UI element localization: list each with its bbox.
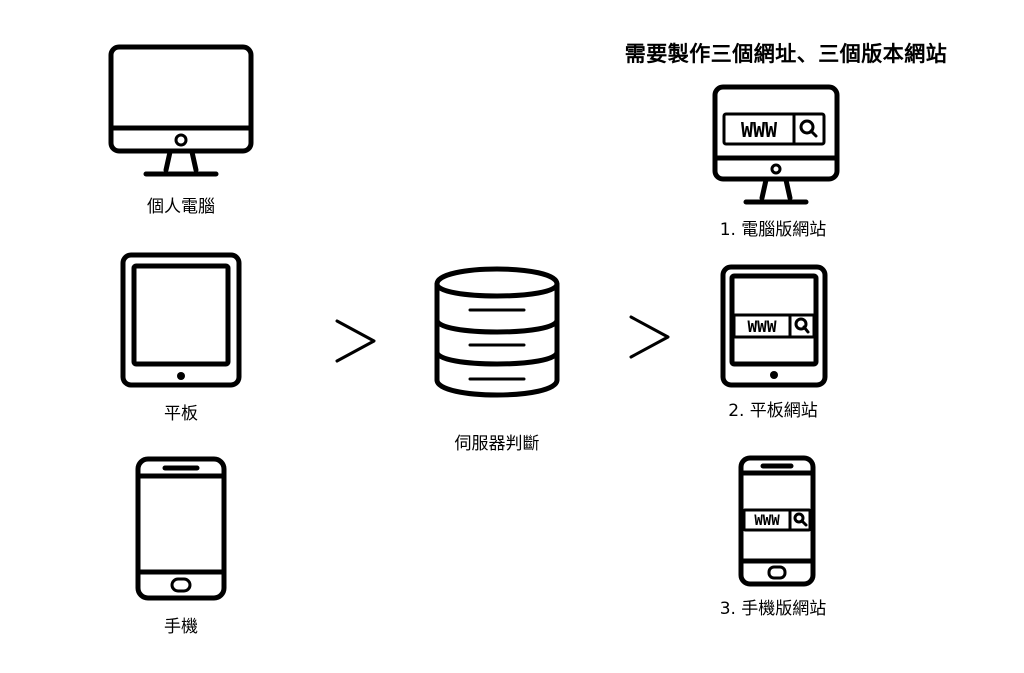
website-label-phone: 3. 手機版網站 bbox=[719, 599, 827, 619]
server-label: 伺服器判斷 bbox=[454, 434, 540, 454]
search-icon bbox=[794, 317, 810, 334]
search-icon bbox=[799, 119, 818, 138]
tablet-icon bbox=[120, 252, 242, 388]
arrow-to-websites-icon bbox=[629, 315, 670, 359]
website-label-tablet: 2. 平板網站 bbox=[728, 401, 818, 421]
website-address-3: WWW bbox=[754, 513, 780, 529]
search-icon bbox=[793, 512, 808, 527]
server-icon bbox=[434, 266, 560, 398]
website-address-1: WWW bbox=[741, 118, 778, 142]
device-label-tablet: 平板 bbox=[164, 404, 198, 424]
device-label-phone: 手機 bbox=[164, 617, 198, 637]
website-label-desktop: 1. 電腦版網站 bbox=[719, 220, 827, 240]
arrow-to-server-icon bbox=[335, 319, 376, 363]
device-label-desktop: 個人電腦 bbox=[147, 197, 215, 217]
phone-icon bbox=[135, 456, 227, 601]
desktop-website-icon: WWW bbox=[712, 84, 840, 205]
website-address-2: WWW bbox=[748, 317, 777, 336]
tablet-website-icon: WWW bbox=[720, 264, 828, 388]
diagram-title: 需要製作三個網址、三個版本網站 bbox=[624, 42, 948, 66]
phone-website-icon: WWW bbox=[738, 455, 816, 587]
desktop-icon bbox=[108, 44, 254, 177]
